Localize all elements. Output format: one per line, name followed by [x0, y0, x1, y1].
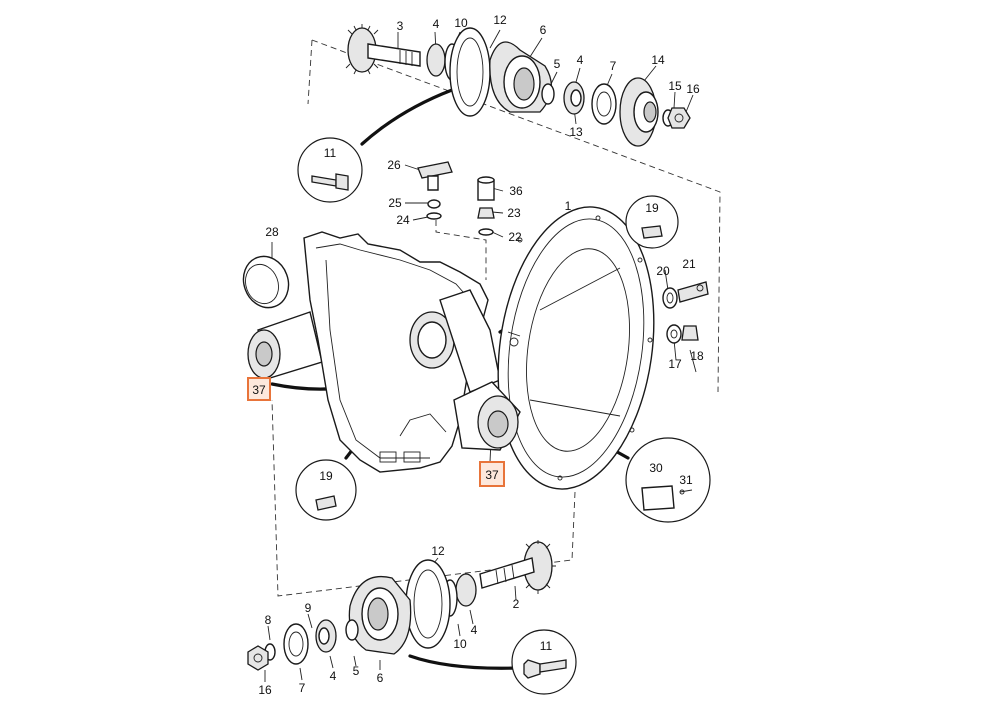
- highlight-37-center-label: 37: [485, 468, 499, 482]
- cap-36: [477, 176, 495, 201]
- gasket-12-bot: [405, 559, 451, 649]
- detail-plate-label-b: 31: [679, 473, 693, 487]
- detail-bolt-top-label: 11: [324, 146, 337, 160]
- callout-28: 28: [265, 225, 279, 239]
- fitting-21: [677, 281, 709, 303]
- callout-5-top: 5: [554, 57, 561, 71]
- callout-24: 24: [396, 213, 410, 227]
- callout-12-top: 12: [493, 13, 507, 27]
- detail-bolt-bottom: 11: [511, 629, 577, 695]
- callout-labels: 3 4 10 12 6 5 4 7 14 15 16 13 26 25 24 3…: [258, 13, 704, 697]
- bearing-4-top: [426, 43, 446, 77]
- seal-20: [662, 287, 678, 309]
- gasket-12-top: [449, 27, 491, 117]
- flywheel-housing-1: [497, 206, 655, 490]
- callout-16-bot: 16: [258, 683, 272, 697]
- nut-16-top: [667, 107, 691, 129]
- bushing-37-left: [247, 311, 323, 379]
- callout-26: 26: [387, 158, 401, 172]
- callout-4b-bot: 4: [471, 623, 478, 637]
- callout-12-bot: 12: [431, 544, 445, 558]
- callout-21: 21: [682, 257, 696, 271]
- callout-13-top: 13: [569, 125, 583, 139]
- bearing-4-bot-a: [315, 619, 337, 653]
- callout-4a-top: 4: [433, 17, 440, 31]
- main-housing: [303, 231, 501, 473]
- callout-16-top: 16: [686, 82, 700, 96]
- callout-6-bot: 6: [377, 671, 384, 685]
- callout-1: 1: [565, 199, 572, 213]
- detail-bolt-bottom-label: 11: [540, 639, 553, 653]
- cover-28: [242, 255, 290, 309]
- callout-36: 36: [509, 184, 523, 198]
- callout-10-bot: 10: [453, 637, 467, 651]
- bearing-4-top-b: [563, 81, 585, 115]
- detail-plug-top-right: 19: [625, 195, 679, 249]
- highlight-37-left[interactable]: 37: [247, 377, 271, 401]
- oring-5-top: [541, 83, 555, 105]
- callout-7-top: 7: [610, 59, 617, 73]
- callout-20: 20: [656, 264, 670, 278]
- callout-14-top: 14: [651, 53, 665, 67]
- plug-23: [477, 207, 495, 219]
- callout-17: 17: [668, 357, 682, 371]
- detail-plate: 30 31: [625, 437, 711, 523]
- detail-plug-top-right-label: 19: [645, 201, 659, 215]
- top-shaft-assembly: [345, 24, 691, 147]
- callout-9-bot: 9: [305, 601, 312, 615]
- breather-26: [417, 161, 453, 191]
- bushing-37-center: [453, 381, 521, 451]
- callout-23: 23: [507, 206, 521, 220]
- detail-bolt-top: 11: [297, 137, 363, 203]
- washer-17: [666, 324, 682, 344]
- bearing-4-bot-b: [455, 573, 477, 607]
- callout-15-top: 15: [668, 79, 682, 93]
- callout-3-top: 3: [397, 19, 404, 33]
- nut-16-bot: [247, 645, 269, 671]
- highlight-37-center[interactable]: 37: [479, 461, 505, 487]
- detail-plug-bottom-left: 19: [295, 459, 357, 521]
- washer-25: [427, 199, 441, 209]
- flange-14-top: [619, 77, 659, 147]
- callout-7-bot: 7: [299, 681, 306, 695]
- callout-6-top: 6: [540, 23, 547, 37]
- housing-6-top: [489, 41, 552, 113]
- washer-22: [478, 228, 494, 236]
- callout-2-bot: 2: [513, 597, 520, 611]
- callout-8-bot: 8: [265, 613, 272, 627]
- plug-18: [681, 325, 699, 341]
- oring-5-bot: [345, 619, 359, 641]
- callout-10-top: 10: [454, 16, 468, 30]
- callout-18: 18: [690, 349, 704, 363]
- bottom-shaft-assembly: [247, 540, 556, 671]
- housing-6-bot: [348, 576, 412, 655]
- detail-plate-label-a: 30: [649, 461, 663, 475]
- seal-7-bot: [283, 623, 309, 665]
- highlight-37-left-label: 37: [252, 383, 266, 397]
- gear-3: [345, 24, 421, 75]
- callout-4b-top: 4: [577, 53, 584, 67]
- callout-25: 25: [388, 196, 402, 210]
- detail-plug-bottom-left-label: 19: [319, 469, 333, 483]
- callout-5-bot: 5: [353, 664, 360, 678]
- washer-24: [426, 212, 442, 220]
- gear-2: [479, 540, 556, 594]
- callout-22: 22: [508, 230, 522, 244]
- seal-7-top: [591, 83, 617, 125]
- callout-4a-bot: 4: [330, 669, 337, 683]
